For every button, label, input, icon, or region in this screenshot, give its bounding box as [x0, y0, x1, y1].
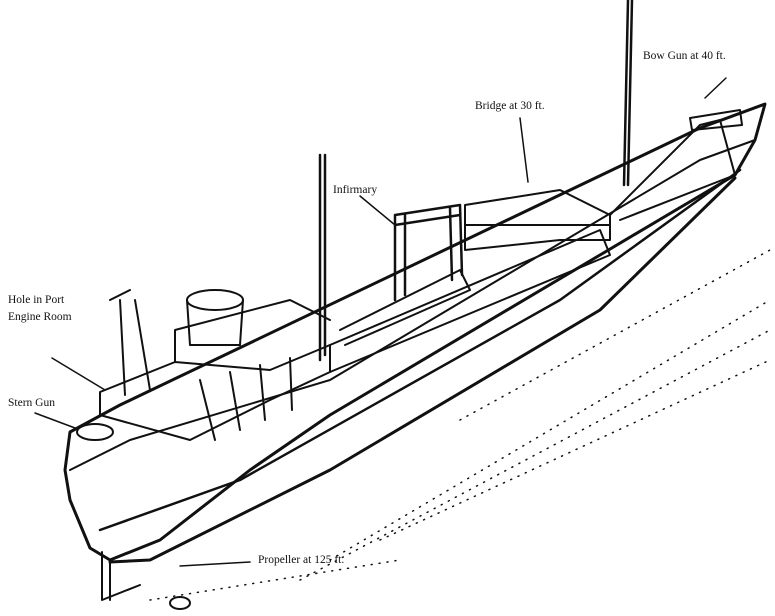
propeller-label: Propeller at 125 ft. [258, 554, 345, 566]
stern-crane [109, 289, 151, 396]
hole-label-line1: Hole in Port [8, 294, 65, 306]
aft-mast [318, 153, 327, 362]
bow-gun [689, 109, 743, 131]
hull [63, 102, 767, 562]
propeller-pointer [179, 561, 251, 567]
funnel-body [186, 299, 244, 346]
hole-label-line2: Engine Room [8, 311, 72, 323]
hole-pointer [51, 357, 106, 391]
infirmary-pointer [359, 195, 396, 226]
keel [108, 176, 737, 564]
fore-mast [622, 0, 634, 187]
waterline [98, 168, 742, 532]
infirmary-label: Infirmary [333, 184, 378, 196]
seabed [149, 249, 771, 601]
funnel [186, 289, 244, 311]
stern-gun-label: Stern Gun [8, 397, 55, 409]
bridge-structure [464, 189, 611, 251]
bow-gun-label: Bow Gun at 40 ft. [643, 50, 726, 62]
infirmary-frame [393, 203, 464, 302]
bridge-label: Bridge at 30 ft. [475, 100, 545, 112]
stern-gun [76, 423, 114, 441]
bow-gun-pointer [704, 77, 727, 99]
deck-line [69, 139, 756, 471]
bridge-pointer [519, 117, 529, 183]
debris [169, 596, 191, 610]
cargo-deck [329, 229, 611, 373]
pointer-lines [34, 77, 727, 567]
propeller [101, 551, 141, 601]
forecastle [609, 119, 736, 221]
engine-housing [199, 357, 293, 441]
stern-gun-pointer [34, 412, 76, 429]
